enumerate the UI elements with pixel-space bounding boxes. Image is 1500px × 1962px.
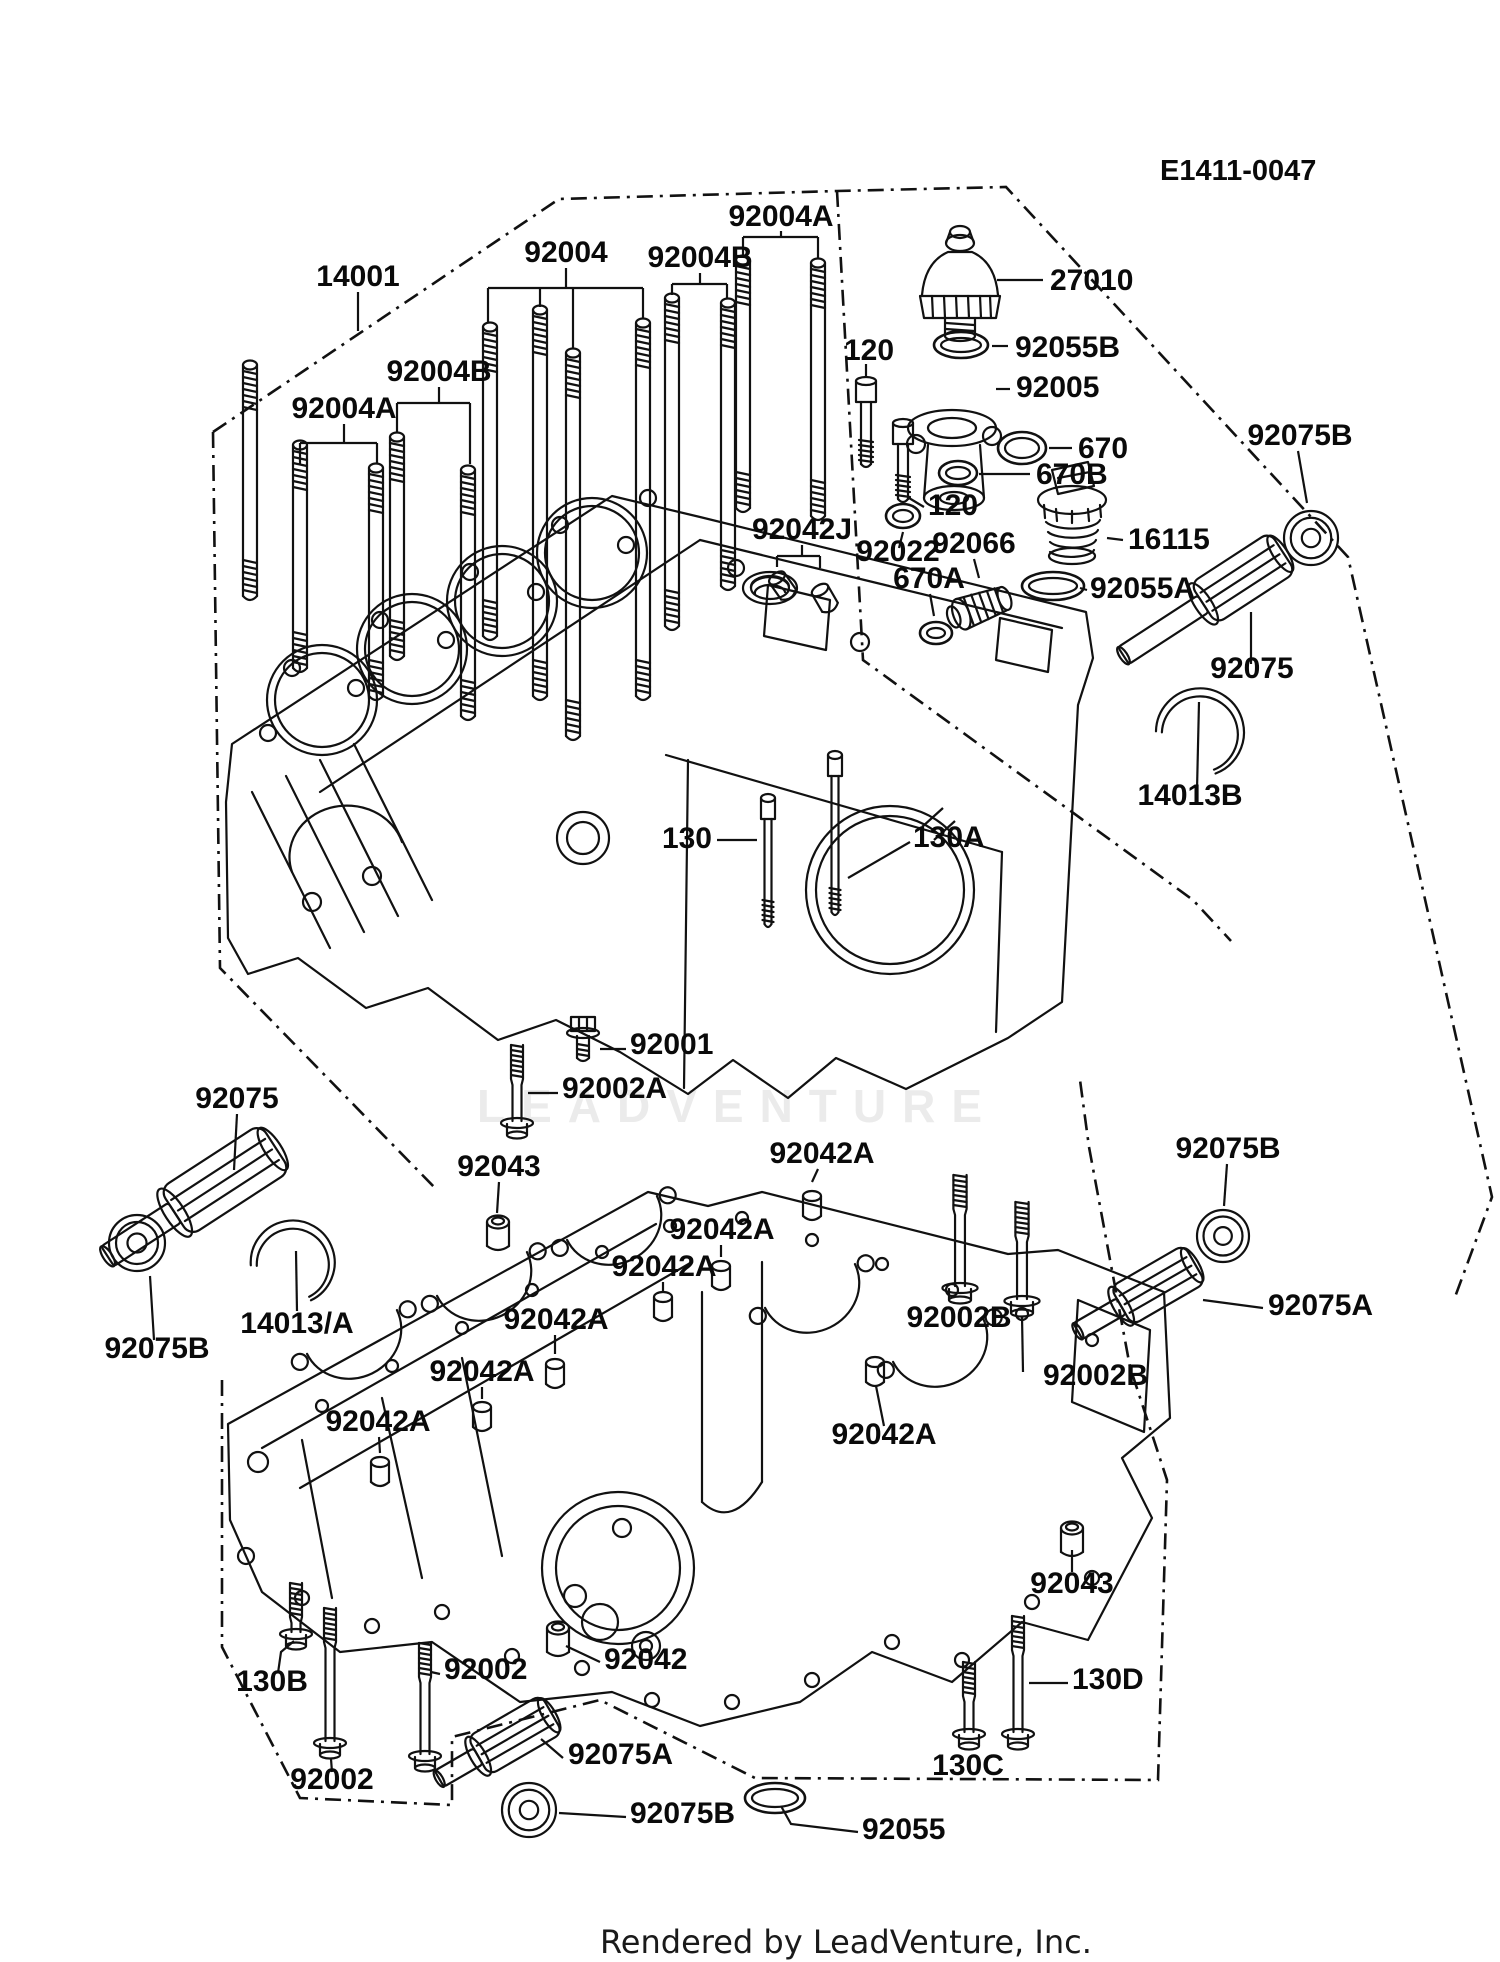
watermark-text: LEADVENTURE xyxy=(477,1080,998,1132)
part-label-92002: 92002 xyxy=(444,1653,527,1686)
lower-crankcase-art xyxy=(226,1190,1172,1728)
part-label-130B: 130B xyxy=(236,1665,308,1698)
part-label-92042J: 92042J xyxy=(752,513,852,546)
part-label-92002B: 92002B xyxy=(1043,1359,1148,1392)
small-parts xyxy=(99,330,1340,1839)
part-label-92075B: 92075B xyxy=(630,1797,735,1830)
part-label-670B: 670B xyxy=(1036,458,1108,491)
part-labels: 14001 92004 92004B 92004A 92004B 92004A 27010 1… xyxy=(104,200,1373,1846)
bolts xyxy=(278,375,1041,1773)
part-label-120: 120 xyxy=(928,489,978,522)
part-label-92042: 92042 xyxy=(604,1643,687,1676)
part-label-92042A: 92042A xyxy=(669,1213,774,1246)
cylinder-studs xyxy=(241,254,827,742)
part-label-92075B: 92075B xyxy=(104,1332,209,1365)
part-label-92042A: 92042A xyxy=(429,1355,534,1388)
part-label-14001: 14001 xyxy=(316,260,399,293)
oil-filler-cap-16115 xyxy=(1036,460,1108,566)
part-label-92042A: 92042A xyxy=(611,1250,716,1283)
part-label-92066: 92066 xyxy=(932,527,1015,560)
part-label-92075A: 92075A xyxy=(568,1738,673,1771)
part-label-92042A: 92042A xyxy=(769,1137,874,1170)
part-label-27010: 27010 xyxy=(1050,264,1133,297)
footer-credit: Rendered by LeadVenture, Inc. xyxy=(600,1923,1092,1961)
part-label-120: 120 xyxy=(844,334,894,367)
part-label-92004: 92004 xyxy=(524,236,608,269)
oil-passage-plug-92066 xyxy=(945,585,1013,631)
part-label-92042A: 92042A xyxy=(503,1303,608,1336)
part-label-92042A: 92042A xyxy=(831,1418,936,1451)
part-label-92004A: 92004A xyxy=(291,392,396,425)
part-label-92042A: 92042A xyxy=(325,1405,430,1438)
bolt-holes xyxy=(258,488,1101,1711)
part-label-130A: 130A xyxy=(913,821,985,854)
part-label-92075: 92075 xyxy=(1210,652,1293,685)
upper-crankcase-art xyxy=(224,494,1095,1100)
part-label-92075B: 92075B xyxy=(1247,419,1352,452)
part-label-130: 130 xyxy=(662,822,712,855)
part-label-92005: 92005 xyxy=(1016,371,1099,404)
breather-cap-27010 xyxy=(918,224,1002,343)
part-label-92055: 92055 xyxy=(862,1813,945,1846)
part-label-92043: 92043 xyxy=(1030,1567,1113,1600)
part-label-92075: 92075 xyxy=(195,1082,278,1115)
part-label-92043: 92043 xyxy=(457,1150,540,1183)
part-label-92075B: 92075B xyxy=(1175,1132,1280,1165)
part-label-14013B: 14013B xyxy=(1137,779,1242,812)
part-label-92022: 92022 xyxy=(856,535,939,568)
part-label-92004B: 92004B xyxy=(386,355,491,388)
part-label-92004A: 92004A xyxy=(728,200,833,233)
part-label-92001: 92001 xyxy=(630,1028,713,1061)
part-label-130D: 130D xyxy=(1072,1663,1144,1696)
part-label-14013/A: 14013/A xyxy=(240,1307,353,1340)
part-label-92002: 92002 xyxy=(290,1763,373,1796)
part-label-670A: 670A xyxy=(893,562,965,595)
part-label-92004B: 92004B xyxy=(647,241,752,274)
part-label-670: 670 xyxy=(1078,432,1128,465)
part-label-92055B: 92055B xyxy=(1015,331,1120,364)
leader-lines xyxy=(148,231,1309,1834)
part-label-92055A: 92055A xyxy=(1090,572,1195,605)
breather-body-92005 xyxy=(905,408,1003,512)
part-label-16115: 16115 xyxy=(1128,523,1210,556)
part-label-92002A: 92002A xyxy=(562,1072,667,1105)
assembly-borders xyxy=(211,185,1494,1807)
diagram-code: E1411-0047 xyxy=(1160,155,1316,187)
part-label-92075A: 92075A xyxy=(1268,1289,1373,1322)
part-label-130C: 130C xyxy=(932,1749,1004,1782)
part-label-92002B: 92002B xyxy=(906,1301,1011,1334)
